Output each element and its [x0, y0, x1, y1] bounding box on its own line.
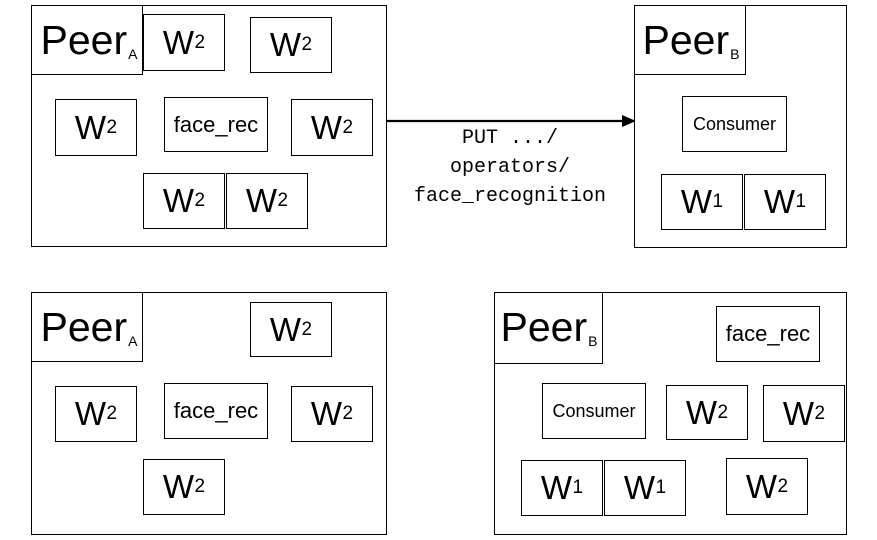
consumer-label: Consumer: [552, 400, 636, 421]
peer-b-name: Peer: [500, 303, 588, 350]
face-rec-label: face_rec: [725, 321, 811, 346]
worker-w2-box: [143, 173, 225, 229]
worker-w2-box: [226, 173, 308, 229]
peer-b-sub: B: [730, 46, 740, 62]
peer-b-box: [494, 292, 603, 364]
consumer-box: [682, 96, 787, 152]
face-rec-box: [164, 383, 268, 439]
worker-w2-box: [250, 17, 332, 73]
face-rec-box: [716, 306, 820, 362]
worker-w2-box: [55, 99, 137, 156]
peer-b-box: [634, 5, 746, 75]
put-arrow-head: [622, 115, 636, 127]
worker-w2-box: [726, 458, 808, 515]
put-request-line3: face_recognition: [413, 185, 607, 208]
worker-w1-box: [604, 460, 686, 516]
face-rec-label: face_rec: [173, 398, 259, 423]
worker-w1-box: [744, 174, 826, 230]
consumer-label: Consumer: [692, 113, 777, 134]
worker-w2-box: [291, 386, 373, 442]
worker-w2-box: [143, 14, 225, 71]
face-rec-label: face_rec: [173, 111, 259, 137]
peer-a-box: [31, 292, 143, 362]
put-request-line1: PUT .../: [461, 127, 558, 150]
worker-w1-box: [661, 174, 743, 230]
peer-a-box: [31, 5, 143, 75]
worker-w2-box: [291, 99, 373, 156]
worker-w2-box: [143, 459, 225, 515]
peer-a-sub: A: [128, 333, 138, 349]
worker-w2-box: [55, 386, 137, 442]
put-request-line2: operators/: [449, 156, 571, 179]
face-rec-box: [164, 97, 268, 152]
peer-b-sub: B: [588, 333, 598, 349]
worker-w2-box: [250, 302, 332, 357]
worker-w2-box: [763, 385, 845, 442]
worker-w1-box: [521, 460, 603, 516]
consumer-box: [542, 383, 646, 439]
peer-a-sub: A: [128, 46, 138, 62]
worker-w2-box: [666, 385, 748, 440]
peer-a-name: Peer: [40, 303, 128, 350]
peer-b-name: Peer: [642, 16, 730, 63]
peer-a-name: Peer: [40, 16, 128, 63]
